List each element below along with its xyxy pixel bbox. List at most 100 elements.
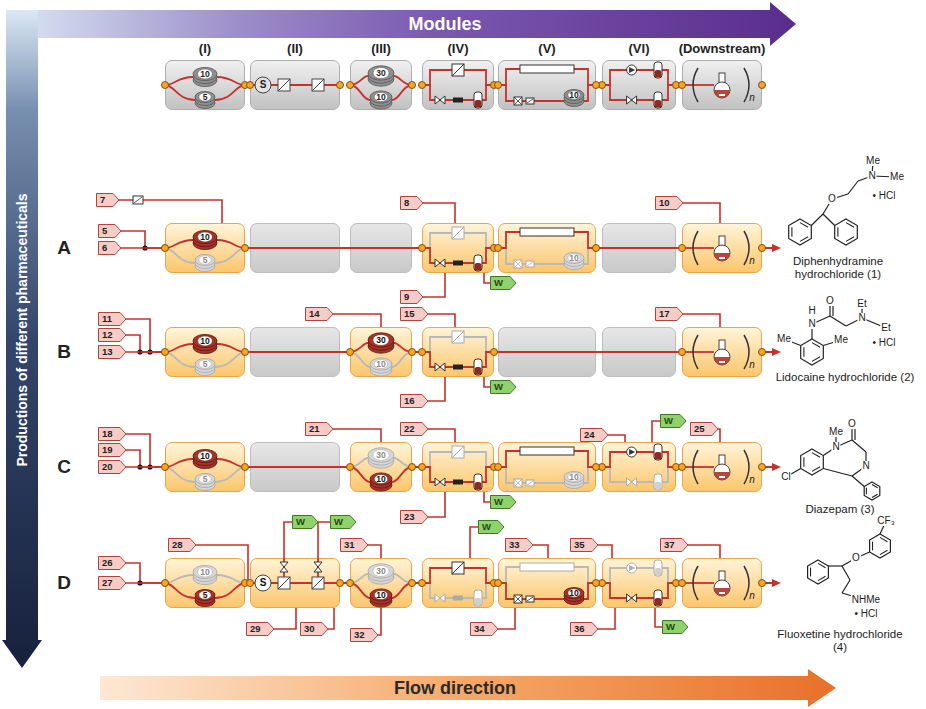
port: [347, 580, 354, 587]
callout-number: 36: [570, 622, 598, 636]
port: [409, 349, 416, 356]
repeat-index: n: [749, 255, 755, 267]
callout-number: 10: [655, 196, 683, 210]
repeat-index: n: [749, 590, 755, 602]
feed-tag: 20: [98, 460, 126, 474]
waste-tag: W: [490, 380, 516, 394]
feed-tag: 36: [570, 622, 598, 636]
module-drawing: [250, 223, 340, 273]
coil-volume: 10: [200, 70, 209, 79]
valve: [435, 96, 445, 104]
tag-outline: [471, 623, 499, 636]
reactor-coil: [195, 92, 215, 103]
module-box: [602, 442, 676, 492]
flow-connector: [126, 450, 165, 467]
feed-tag: 32: [350, 628, 378, 642]
callout-number: 16: [400, 394, 428, 408]
tag-outline: [293, 516, 319, 529]
tag-outline: [491, 381, 517, 394]
tag-shape: [490, 495, 516, 509]
pump: [627, 447, 637, 457]
tag-outline: [99, 242, 122, 255]
bond: [830, 316, 846, 326]
feed-tag: 21: [305, 422, 333, 436]
module-box: 3010: [350, 60, 412, 110]
flow-line: [498, 248, 596, 264]
waste-tag: W: [490, 495, 516, 509]
module-box: 3010: [350, 327, 412, 377]
flow-connector: [126, 434, 165, 467]
feed-line: [655, 608, 662, 627]
separator: [654, 444, 662, 460]
mixer-cross: [514, 97, 522, 105]
waste-tag: W: [660, 414, 686, 428]
reactor-coil: [564, 588, 584, 599]
mixer-block: [453, 596, 463, 601]
coil-volume: 10: [376, 591, 385, 600]
compound-name: Lidocaine hydrochloride (2): [776, 371, 915, 384]
modules-arrow: [6, 2, 796, 46]
port: [495, 245, 502, 252]
module-label: (I): [199, 42, 211, 57]
coil-core: [568, 254, 580, 262]
flow-line: [250, 466, 340, 468]
flow-line: [498, 467, 596, 483]
feed-tag: 37: [660, 538, 688, 552]
port: [242, 464, 249, 471]
valve: [435, 478, 445, 486]
filter: [452, 562, 464, 574]
module-box: S: [250, 558, 340, 608]
module-label: (II): [287, 42, 303, 57]
tag-outline: [656, 308, 684, 321]
tag-outline: [99, 557, 127, 570]
waste-tag: W: [490, 276, 516, 290]
syringe-pump: [255, 77, 271, 93]
feed-tag: 5: [98, 224, 121, 238]
bond: [842, 566, 850, 580]
filter-membrane: [452, 227, 464, 239]
bracket: [744, 335, 749, 369]
bpr-arrow: [527, 99, 533, 103]
feed-tag: 22: [400, 422, 428, 436]
filter: [278, 79, 290, 91]
waste-label: W: [660, 414, 686, 428]
feed-tag: 8: [400, 196, 423, 210]
coil-core: [374, 474, 388, 483]
flask: [714, 82, 730, 98]
filter-membrane: [452, 446, 464, 458]
tag-outline: [99, 428, 127, 441]
flask-liquid: [714, 472, 730, 480]
module-label: (IV): [448, 42, 469, 57]
module-box: 10: [498, 223, 596, 273]
tag-shape: [478, 520, 504, 534]
tag-outline: [401, 395, 429, 408]
reactor-coil: [368, 448, 394, 462]
separator-phase: [655, 568, 662, 576]
coil-core: [198, 451, 213, 461]
filter: [452, 331, 464, 343]
module-drawing: [165, 442, 245, 492]
port: [679, 464, 686, 471]
benzene-ring: [808, 560, 829, 584]
bpr-arrow: [134, 197, 142, 203]
feed-line: [688, 545, 720, 558]
tag-outline: [341, 539, 369, 552]
port: [347, 464, 354, 471]
feed-tag: 27: [98, 576, 126, 590]
syringe-pump: [255, 575, 271, 591]
port: [759, 82, 766, 89]
separator-phase: [475, 100, 482, 108]
module-box: 105: [165, 558, 245, 608]
callout-number: 27: [98, 576, 126, 590]
pump-label: S: [260, 80, 267, 90]
filter: [452, 227, 464, 239]
feed-tag: 17: [655, 307, 683, 321]
valve: [280, 562, 288, 572]
module-box: 105: [165, 60, 245, 110]
port: [679, 349, 686, 356]
reactor-coil: [193, 565, 217, 578]
flow-connector: [121, 247, 165, 249]
module-drawing: [602, 223, 676, 273]
bpr-arrow: [527, 262, 533, 266]
module-box: [422, 223, 494, 273]
